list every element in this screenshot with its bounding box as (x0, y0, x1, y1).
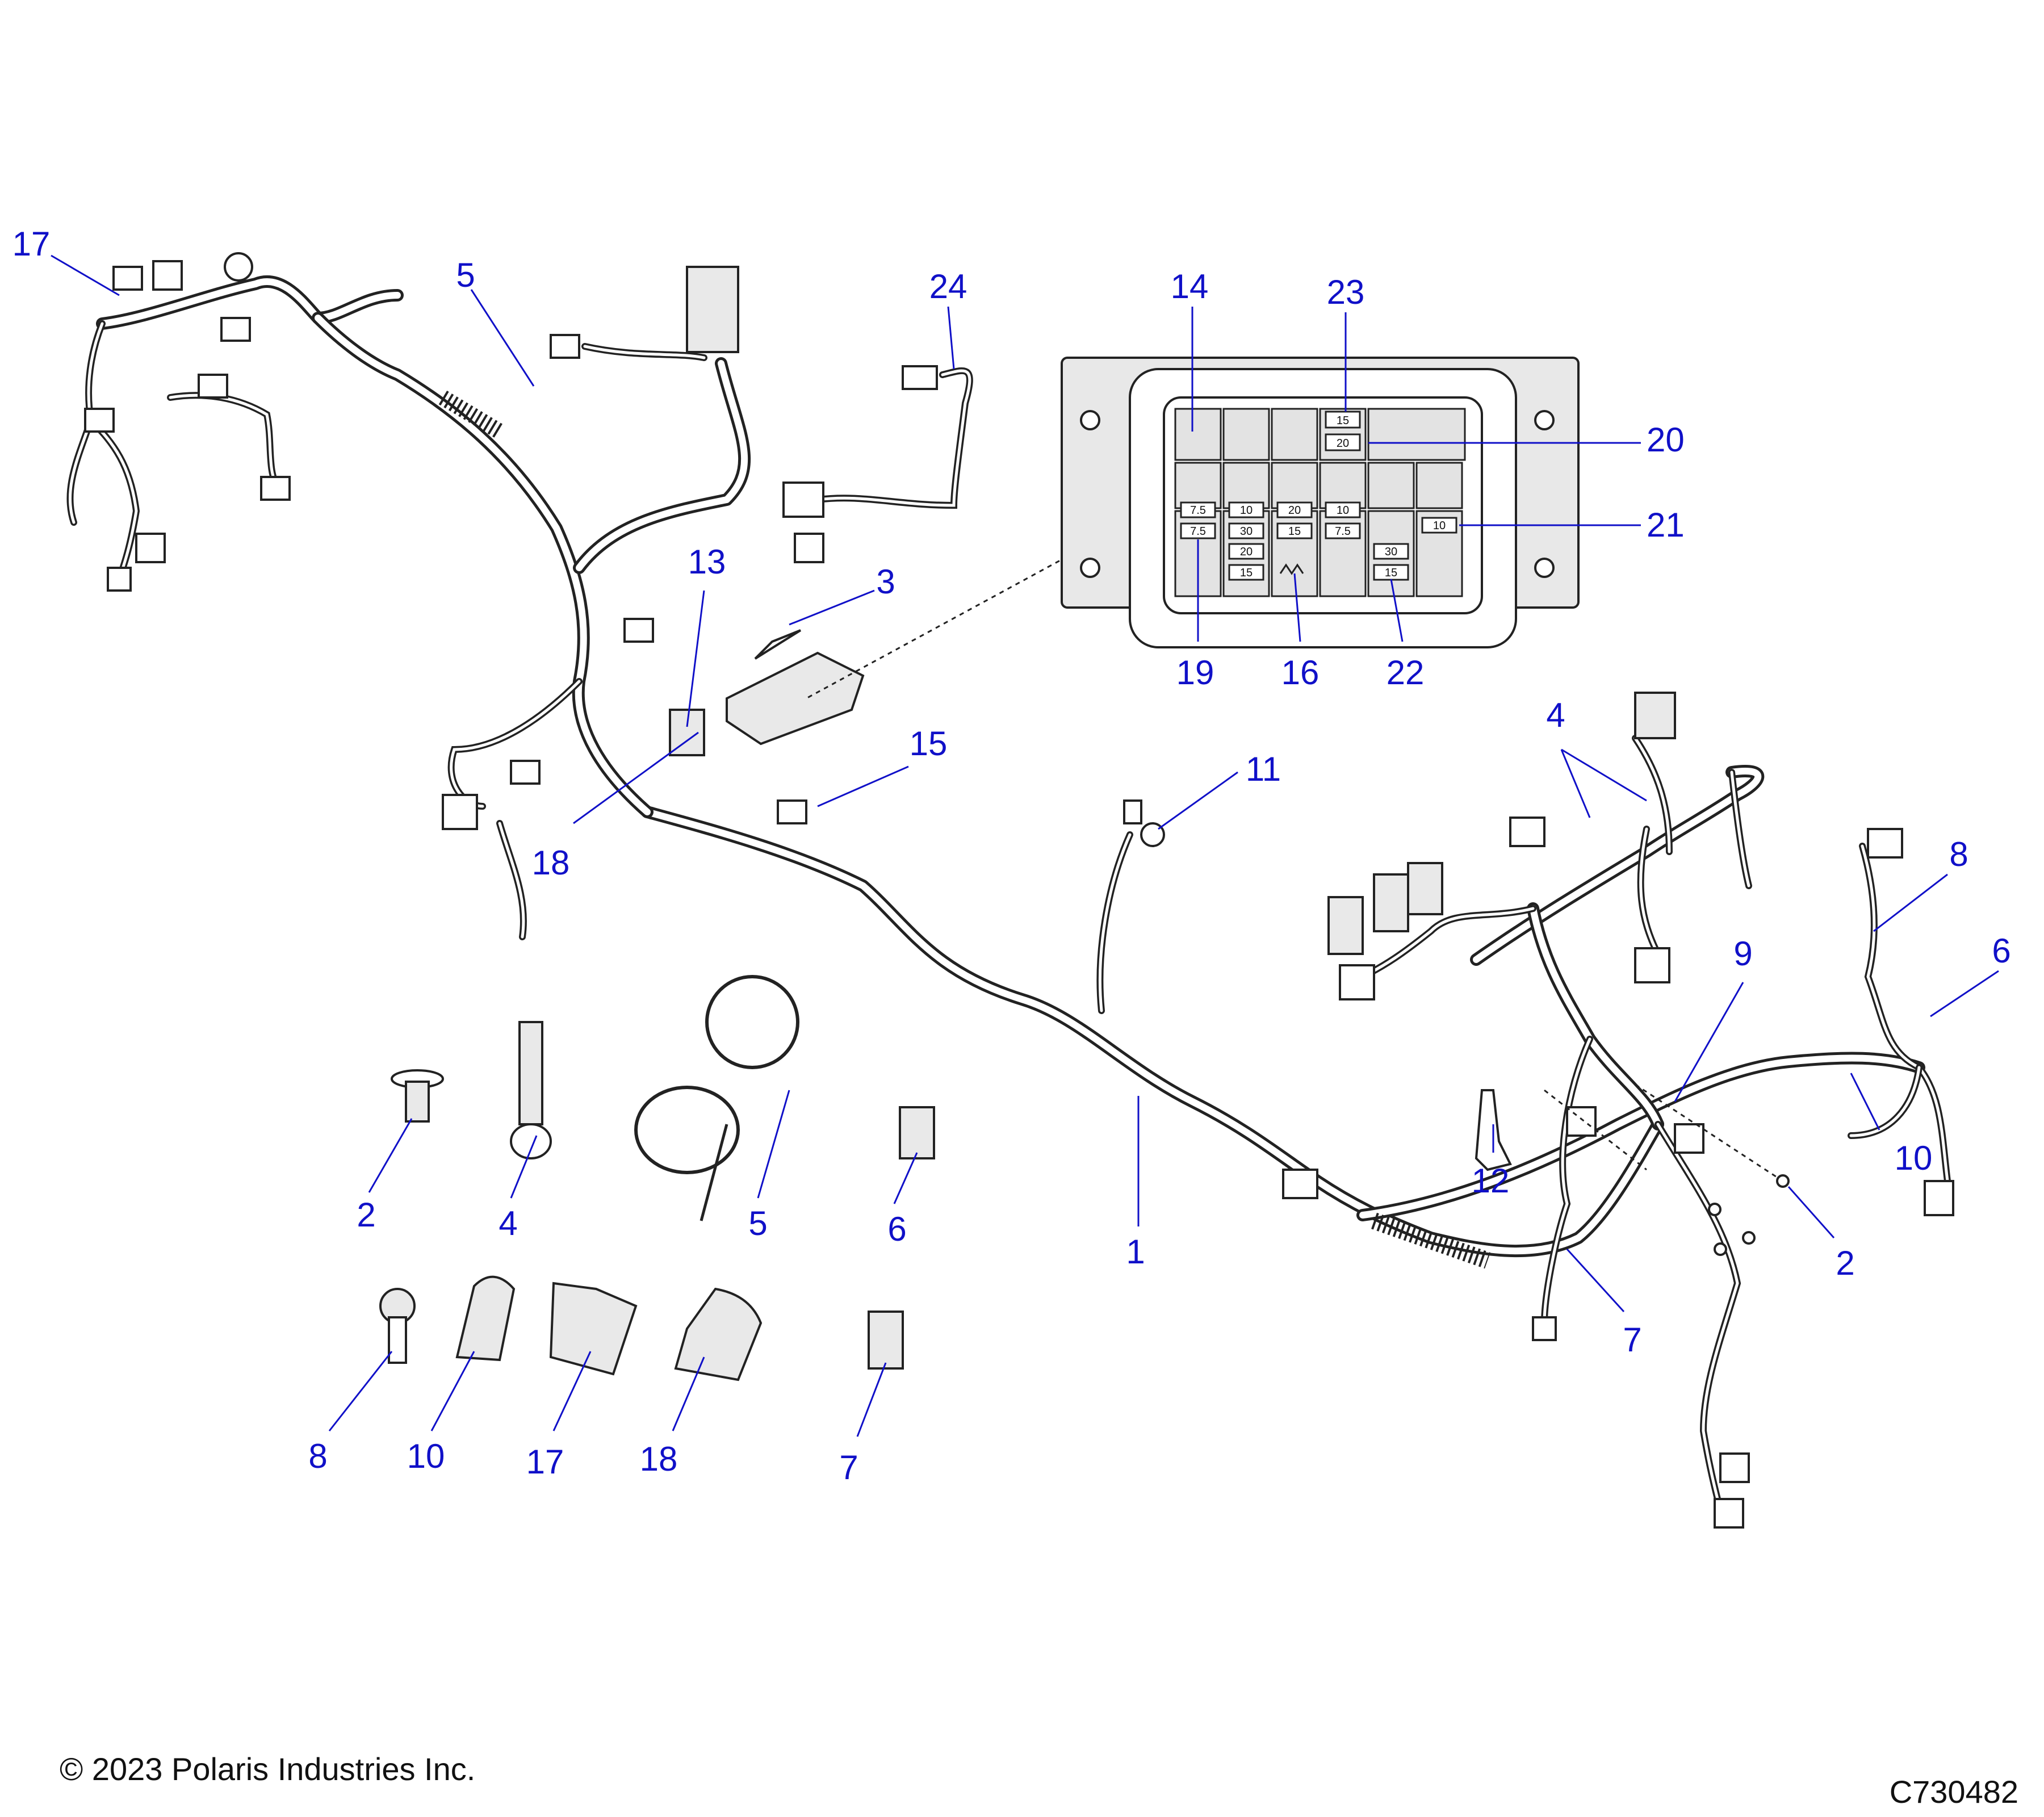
callout-17: 17 (12, 225, 51, 263)
callout-1: 1 (1126, 1233, 1145, 1271)
fuse-rating: 20 (1337, 437, 1349, 450)
callout-7: 7 (1623, 1321, 1641, 1359)
callout-8: 8 (1949, 835, 1968, 873)
callout-20: 20 (1647, 421, 1685, 459)
callout-leaders (51, 254, 1999, 1437)
fuse-rating: 15 (1240, 567, 1253, 579)
callout-7-loose: 7 (839, 1448, 858, 1487)
callout-5-loose: 5 (748, 1204, 767, 1242)
fuse-rating: 7.5 (1190, 504, 1206, 517)
loose-parts (379, 975, 935, 1381)
fuse-rating: 15 (1337, 415, 1349, 427)
fuse-box-detail: 15 20 7.5 10 20 10 7.5 30 15 7.5 10 20 1… (806, 357, 1580, 700)
fuse-rating: 15 (1385, 567, 1397, 579)
diagram-id: C730482 (1890, 1774, 2018, 1810)
main-harness (641, 806, 1925, 1269)
callout-19: 19 (1176, 654, 1214, 692)
callout-13: 13 (688, 543, 726, 581)
callout-2: 2 (1836, 1244, 1854, 1282)
right-harness-branch (1096, 692, 1954, 1529)
callout-23: 23 (1327, 273, 1365, 311)
callout-21: 21 (1647, 506, 1685, 544)
callout-14: 14 (1171, 267, 1209, 305)
callout-3: 3 (876, 563, 895, 601)
branch-24 (782, 365, 973, 563)
callout-2-loose: 2 (357, 1196, 375, 1234)
callout-5: 5 (456, 256, 475, 294)
callout-15: 15 (910, 725, 948, 763)
callout-11: 11 (1246, 750, 1281, 788)
fuse-rating: 10 (1433, 520, 1446, 532)
callout-8-loose: 8 (308, 1437, 327, 1475)
fuse-rating: 7.5 (1190, 525, 1206, 538)
callout-9: 9 (1733, 935, 1752, 973)
callout-labels: 17 5 24 14 23 20 21 19 16 22 13 3 15 18 … (12, 225, 2011, 1487)
copyright-text: © 2023 Polaris Industries Inc. (60, 1751, 475, 1787)
callout-18: 18 (532, 844, 570, 882)
fuse-rating: 30 (1240, 525, 1253, 538)
fuse-rating: 7.5 (1335, 525, 1351, 538)
callout-6-loose: 6 (887, 1210, 906, 1248)
fuse-rating: 20 (1288, 504, 1301, 517)
callout-18-loose: 18 (640, 1440, 678, 1478)
fuse-rating: 10 (1240, 504, 1253, 517)
left-harness-branch (66, 252, 865, 940)
fuse-rating: 30 (1385, 546, 1397, 558)
fuse-rating: 20 (1240, 546, 1253, 558)
callout-4: 4 (1546, 696, 1565, 734)
callout-10-loose: 10 (407, 1437, 445, 1475)
fuse-rating: 15 (1288, 525, 1301, 538)
callout-4-loose: 4 (499, 1204, 517, 1242)
callout-22: 22 (1387, 654, 1425, 692)
callout-17-loose: 17 (526, 1443, 564, 1481)
callout-10: 10 (1895, 1139, 1933, 1177)
callout-16: 16 (1281, 654, 1320, 692)
callout-24: 24 (929, 267, 967, 305)
callout-12: 12 (1472, 1162, 1510, 1200)
fuse-rating: 10 (1337, 504, 1349, 517)
callout-6: 6 (1992, 932, 2011, 970)
